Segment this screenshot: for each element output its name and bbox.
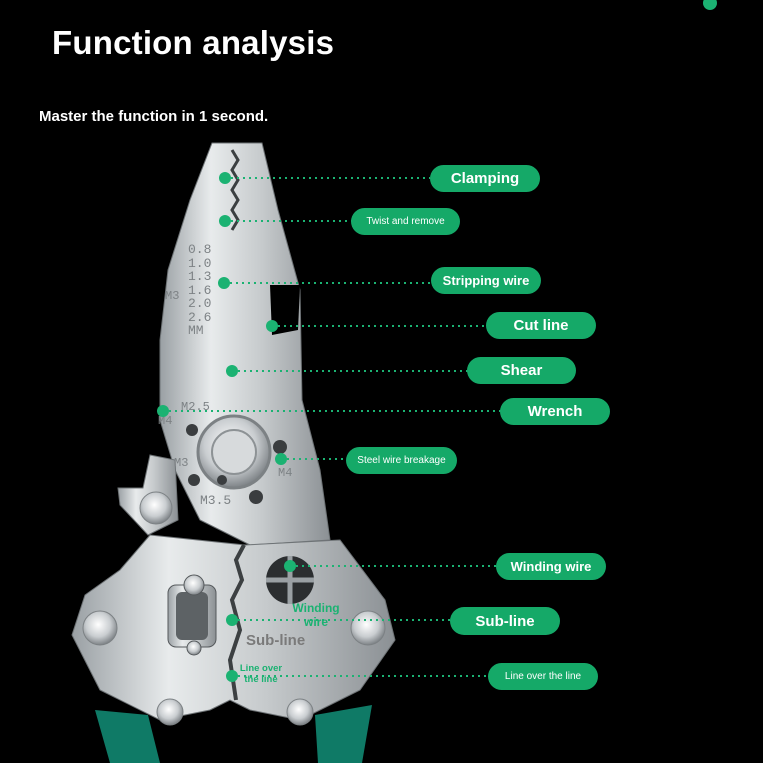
- label-wrench: Wrench: [500, 398, 610, 425]
- page-title: Function analysis: [52, 24, 335, 61]
- engraving-m4-right: M4: [278, 466, 293, 480]
- gauge-unit: MM: [188, 323, 204, 338]
- gauge-value: 1.6: [188, 282, 212, 298]
- page-subtitle: Master the function in 1 second.: [39, 108, 269, 125]
- label-winding-wire: Winding wire: [496, 553, 606, 580]
- engraving-m4-left: M4: [158, 414, 173, 428]
- winding-inner-label: Winding wire: [292, 601, 340, 629]
- subline-ghost-label: Sub-line: [246, 632, 306, 649]
- gauge-value: 2.6: [188, 309, 212, 325]
- engraving-m35: M3.5: [200, 493, 232, 508]
- label-sub-line: Sub-line: [450, 607, 560, 635]
- gauge-value: 2.0: [188, 296, 212, 311]
- engraving-m3-low: M3: [174, 456, 189, 470]
- gauge-value: 0.8: [188, 242, 212, 257]
- label-twist-remove: Twist and remove: [351, 208, 460, 235]
- line-over-inner-label: Line over the line: [239, 663, 283, 685]
- label-stripping-wire: Stripping wire: [431, 267, 541, 294]
- gauge-value: 1.3: [188, 269, 212, 284]
- label-cut-line: Cut line: [486, 312, 596, 339]
- engraving-m3: M3: [165, 289, 180, 303]
- decorative-dot: [703, 0, 717, 10]
- label-steel-wire-breakage: Steel wire breakage: [346, 447, 457, 474]
- wire-gauge-scale: 0.8 1.0 1.3 1.6 2.0 2.6 MM: [188, 243, 211, 338]
- label-shear: Shear: [467, 357, 576, 384]
- gauge-value: 1.0: [188, 255, 212, 271]
- label-clamping: Clamping: [430, 165, 540, 192]
- label-line-over-the-line: Line over the line: [488, 663, 598, 690]
